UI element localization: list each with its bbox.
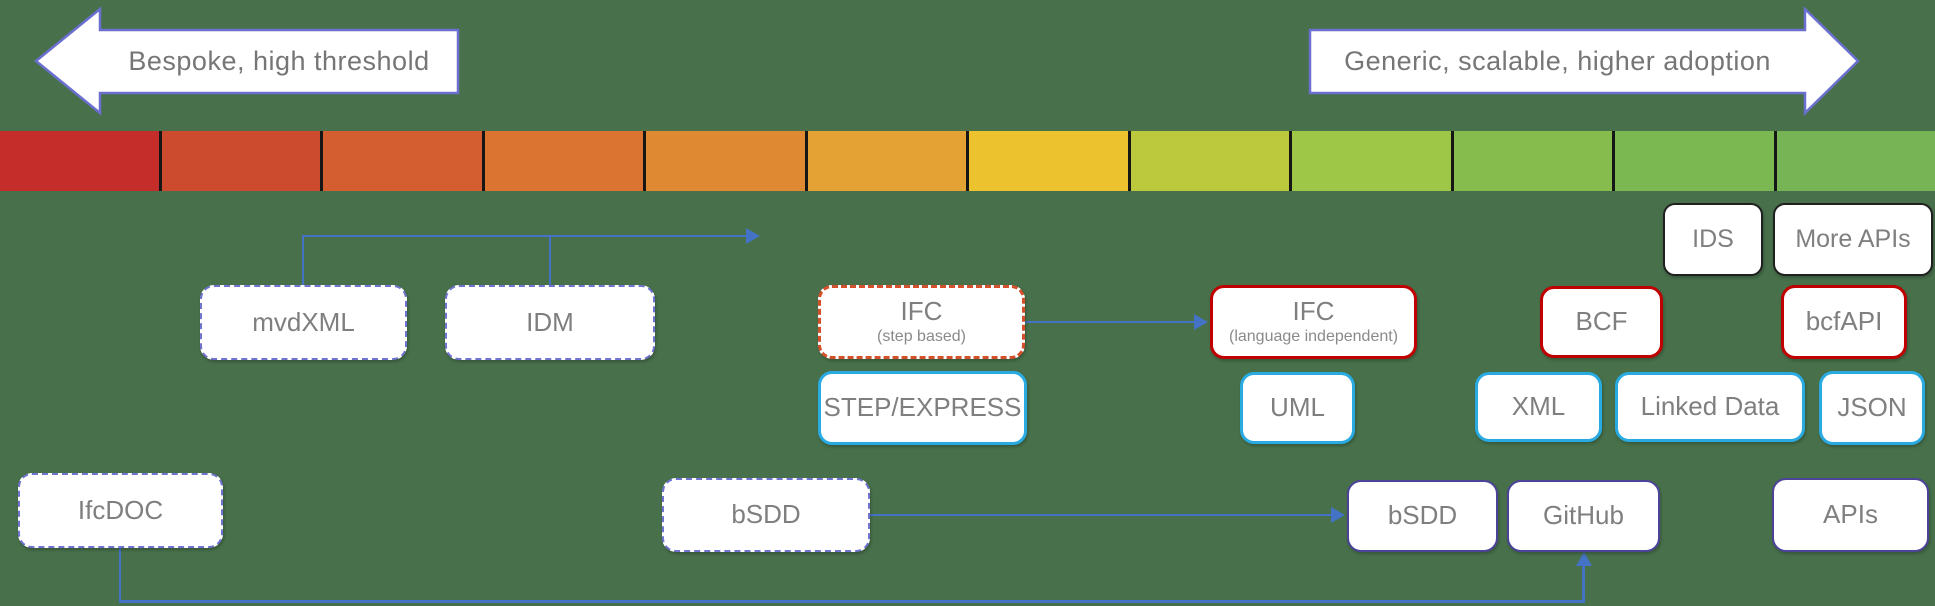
connector-bsdd-horizontal [870, 514, 1335, 516]
box-ifc-step-based: IFC (step based) [818, 285, 1025, 359]
connector-ifcdoc-dropper [119, 548, 121, 602]
connector-arrowhead-up-icon [1576, 552, 1592, 566]
box-ids: IDS [1663, 203, 1763, 276]
box-mvdxml: mvdXML [200, 285, 407, 360]
box-label: UML [1270, 392, 1325, 423]
box-github: GitHub [1507, 480, 1660, 552]
box-label: bSDD [1387, 500, 1458, 531]
box-step-express: STEP/EXPRESS [818, 371, 1027, 445]
box-label: JSON [1837, 392, 1907, 423]
box-ifcdoc: IfcDOC [18, 473, 223, 548]
box-label: bSDD [731, 499, 801, 530]
box-linked-data: Linked Data [1615, 372, 1805, 442]
spectrum-segment [1130, 131, 1289, 191]
spectrum-segment [807, 131, 966, 191]
box-label: IDM [526, 306, 574, 337]
box-uml: UML [1240, 372, 1355, 444]
box-label: IFC [900, 296, 943, 327]
left-block-arrow: Bespoke, high threshold [30, 3, 465, 119]
box-bcfapi: bcfAPI [1781, 285, 1907, 359]
spectrum-segment [0, 131, 159, 191]
left-arrow-shape-icon [34, 6, 460, 116]
box-xml: XML [1475, 372, 1602, 442]
connector-bottom-horizontal [119, 600, 1585, 603]
left-arrow-label: Bespoke, high threshold [128, 46, 430, 76]
spectrum-segment [161, 131, 320, 191]
spectrum-segment [1615, 131, 1774, 191]
box-more-apis: More APIs [1773, 203, 1933, 276]
box-apis: APIs [1772, 478, 1929, 552]
right-arrow-label: Generic, scalable, higher adoption [1344, 46, 1771, 76]
connector-arrowhead-right-icon [1331, 507, 1345, 523]
spectrum-segment [1776, 131, 1935, 191]
box-bcf: BCF [1540, 286, 1663, 358]
connector-mvdxml-riser [302, 236, 304, 285]
right-block-arrow: Generic, scalable, higher adoption [1308, 3, 1864, 119]
connector-ifc-horizontal [1025, 321, 1199, 323]
connector-arrowhead-right-icon [746, 228, 760, 244]
box-json: JSON [1819, 371, 1925, 445]
box-bsdd-left: bSDD [662, 478, 870, 552]
box-label: GitHub [1543, 500, 1624, 531]
spectrum-segment [323, 131, 482, 191]
box-label: IFC [1292, 296, 1335, 327]
box-label: More APIs [1795, 225, 1911, 254]
box-label: mvdXML [252, 306, 355, 337]
spectrum-bar [0, 131, 1935, 191]
connector-github-riser [1582, 564, 1585, 602]
spectrum-segment [969, 131, 1128, 191]
connector-idm-riser [549, 236, 551, 285]
right-arrow-shape-icon [1308, 6, 1860, 116]
box-label: IDS [1692, 225, 1734, 254]
box-label: STEP/EXPRESS [823, 392, 1022, 423]
spectrum-segment [646, 131, 805, 191]
box-label: BCF [1575, 306, 1628, 337]
box-idm: IDM [445, 285, 655, 360]
box-bsdd-right: bSDD [1347, 480, 1498, 552]
spectrum-segment [484, 131, 643, 191]
box-label: Linked Data [1640, 391, 1780, 422]
box-sublabel: (step based) [877, 327, 966, 345]
box-sublabel: (language independent) [1228, 327, 1399, 345]
connector-arrowhead-right-icon [1194, 314, 1208, 330]
box-label: APIs [1823, 499, 1878, 530]
box-label: bcfAPI [1805, 306, 1883, 337]
box-ifc-language-independent: IFC (language independent) [1210, 285, 1417, 359]
spectrum-segment [1292, 131, 1451, 191]
box-label: IfcDOC [77, 494, 164, 525]
box-label: XML [1511, 391, 1566, 422]
spectrum-segment [1453, 131, 1612, 191]
connector-top-horizontal [302, 235, 746, 237]
